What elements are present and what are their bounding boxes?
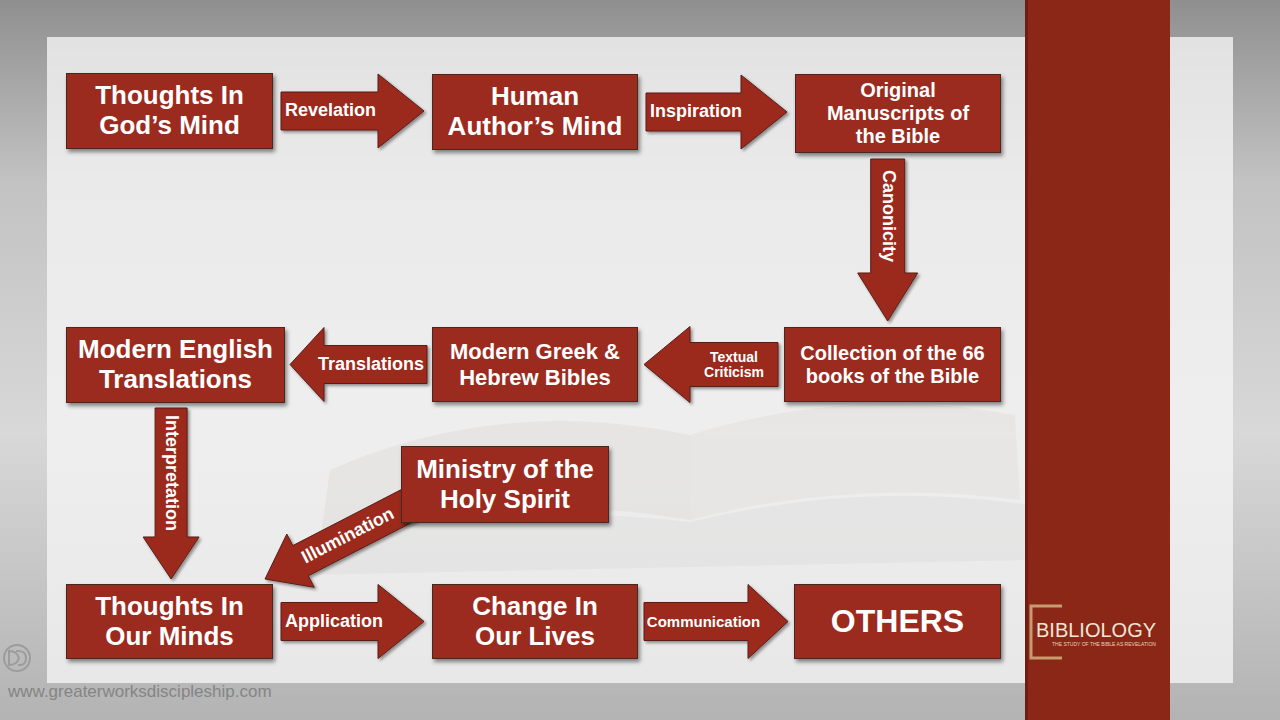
block-arrow (290, 328, 427, 402)
edge-label: Textual Criticism (698, 349, 770, 380)
box-text: Ministry of the Holy Spirit (410, 455, 600, 515)
edge-label: Inspiration (650, 102, 742, 122)
website-url: www.greaterworksdiscipleship.com (8, 683, 272, 702)
process-box: Modern English Translations (66, 327, 285, 403)
edge-label: Canonicity (878, 170, 898, 262)
process-box: Collection of the 66 books of the Bible (784, 327, 1001, 402)
edge-label: Illumination (299, 504, 398, 568)
box-text: OTHERS (803, 603, 993, 640)
block-arrow (644, 327, 778, 403)
process-box: Thoughts In Our Minds (66, 584, 273, 659)
edge-label: Application (285, 612, 383, 632)
side-band-edge (1025, 0, 1028, 720)
box-text: Modern Greek & Hebrew Bibles (440, 339, 630, 390)
process-box: Change In Our Lives (432, 584, 638, 659)
process-box: Original Manuscripts of the Bible (795, 74, 1001, 153)
logo-subtitle: THE STUDY OF THE BIBLE AS REVELATION (1052, 642, 1156, 648)
box-text: Change In Our Lives (455, 592, 615, 652)
process-box: Thoughts In God’s Mind (66, 73, 273, 149)
box-text: Thoughts In God’s Mind (80, 81, 260, 141)
block-arrow (265, 489, 419, 588)
process-box: Ministry of the Holy Spirit (401, 446, 609, 523)
block-arrow (858, 159, 918, 321)
edge-label: Interpretation (161, 414, 181, 530)
edge-label: Communication (647, 613, 760, 630)
box-text: Original Manuscripts of the Bible (818, 79, 978, 148)
side-band (1025, 0, 1170, 720)
logo-icon (4, 645, 30, 671)
box-text: Modern English Translations (73, 335, 278, 395)
block-arrow (143, 408, 199, 579)
block-arrow (281, 74, 424, 148)
edge-label: Revelation (285, 101, 376, 121)
logo-title: BIBLIOLOGY (1036, 619, 1156, 641)
box-text: Human Author’s Mind (437, 82, 633, 142)
edge-label: Translations (318, 355, 424, 375)
block-arrow (281, 585, 424, 659)
process-box: Modern Greek & Hebrew Bibles (432, 327, 638, 402)
block-arrow (646, 75, 787, 149)
box-text: Collection of the 66 books of the Bible (793, 342, 993, 388)
block-arrow (644, 585, 788, 659)
process-box: Human Author’s Mind (432, 74, 638, 150)
process-box: OTHERS (794, 584, 1001, 659)
box-text: Thoughts In Our Minds (80, 592, 260, 652)
